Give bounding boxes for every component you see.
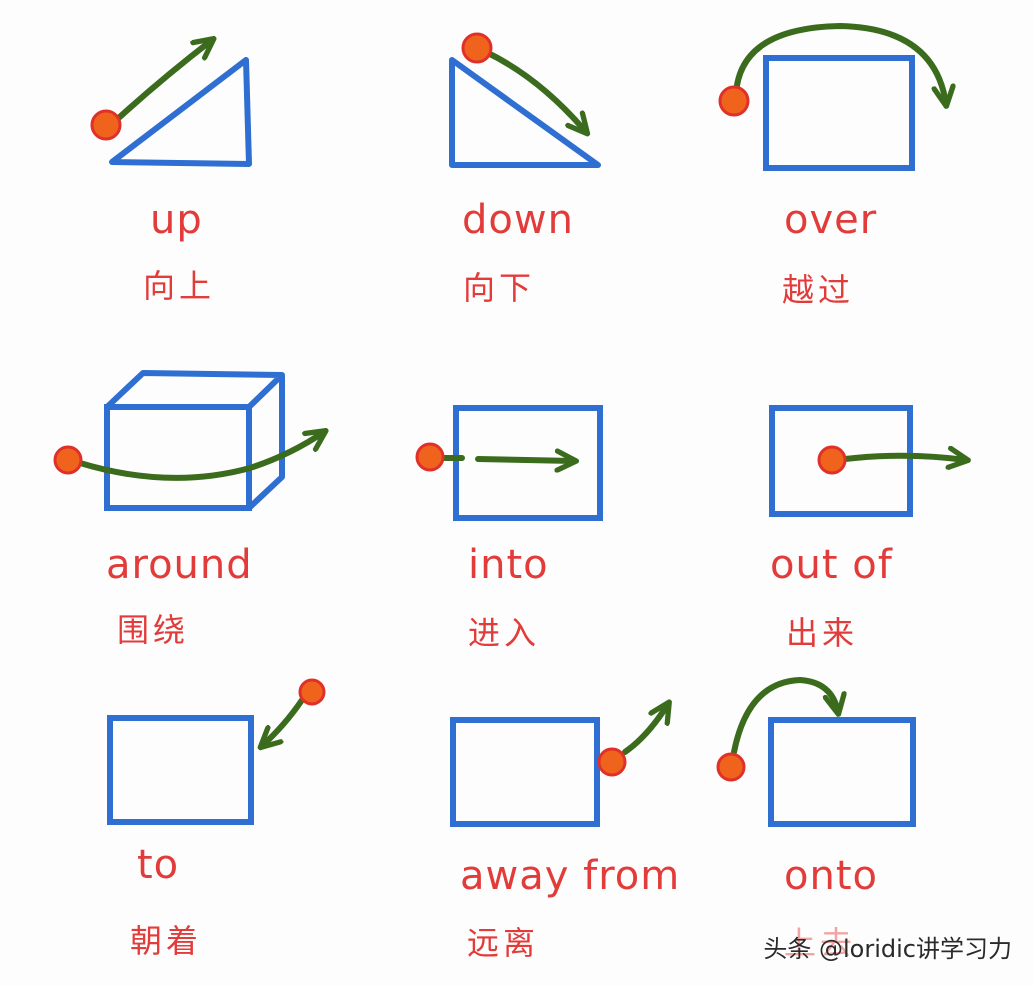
arrow-onto [731,676,838,755]
ball [461,32,493,64]
watermark: 头条 @loridic讲学习力 [763,935,1012,963]
box-front [104,404,252,511]
box [768,717,916,827]
to-illustration [107,678,326,825]
away-from-illustration [450,704,668,827]
label-to: to [137,842,180,888]
box [763,55,915,171]
arrow-into-b [475,459,574,461]
ball [90,109,122,141]
arrow-up [109,40,212,127]
ball [415,442,445,472]
label-onto: onto [784,853,878,899]
label-around: around [106,542,253,588]
label-down: down [462,197,574,243]
label-into: into [468,542,549,588]
ball [53,445,83,475]
label-around-zh: 围绕 [117,611,190,649]
around-illustration [53,370,324,511]
label-up-zh: 向上 [143,267,216,305]
box [107,715,254,825]
arrow-over [733,22,946,104]
arrow-away-from [622,704,668,755]
out-of-illustration [769,405,966,517]
ramp-up-triangle [109,57,252,167]
into-illustration [415,405,603,521]
box [769,405,913,517]
arrow-out-of [842,456,966,460]
down-illustration [449,32,601,168]
label-away-from: away from [460,853,681,899]
arrow-to [262,697,305,746]
label-down-zh: 向下 [463,269,536,307]
onto-illustration [716,676,916,827]
over-illustration [718,22,946,171]
box [450,717,600,827]
label-onto-zh: 上去 [784,924,857,962]
box-side [246,375,285,511]
ball [597,747,627,777]
label-over-zh: 越过 [782,271,855,309]
label-up: up [150,197,203,243]
label-away-from-zh: 远离 [467,924,540,962]
arrow-around [77,432,324,481]
ramp-down-triangle [449,57,601,168]
label-over: over [784,197,878,243]
box [453,405,603,521]
label-into-zh: 进入 [468,614,541,652]
label-out-of: out of [770,542,893,588]
label-to-zh: 朝着 [130,922,203,960]
arrow-down [483,49,586,132]
ball [718,85,750,117]
ball [298,678,326,706]
box-top [104,370,285,410]
ball [716,752,746,782]
ball [817,445,847,475]
label-out-of-zh: 出来 [786,614,859,652]
up-illustration [90,40,252,167]
